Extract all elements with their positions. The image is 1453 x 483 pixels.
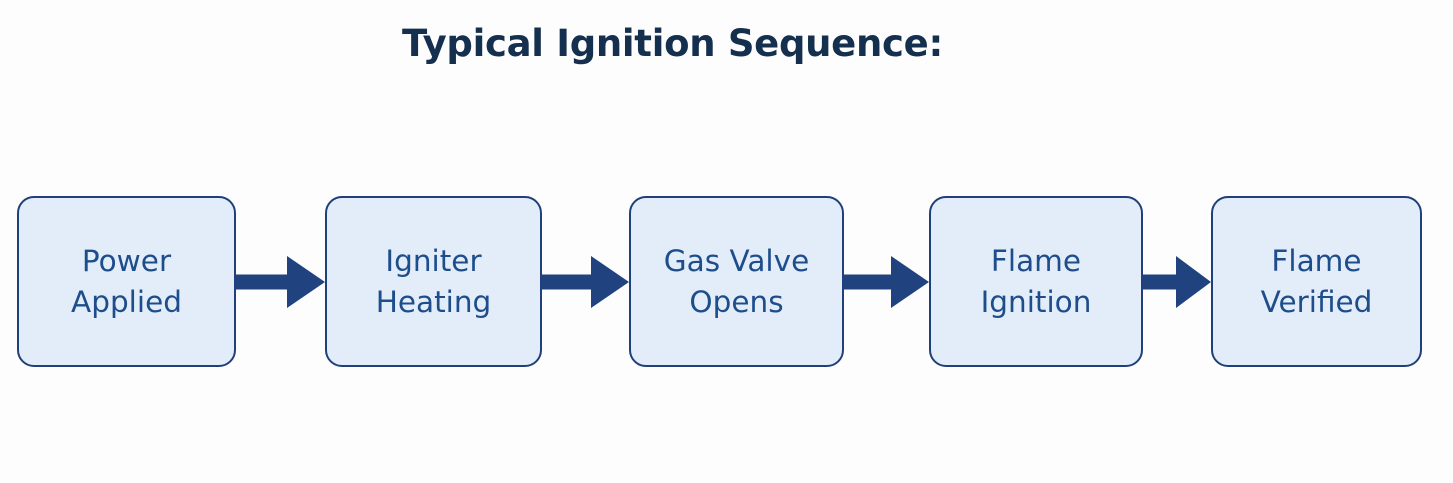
flow-connector-3 <box>844 196 929 367</box>
flow-node-label-line1: Flame <box>990 244 1082 279</box>
flow-sequence-row: Power Applied Igniter Heating <box>17 196 1422 367</box>
flow-connector-2 <box>542 196 629 367</box>
flow-node-label-line1: Gas Valve <box>663 244 810 279</box>
flow-node-label-line2: Applied <box>71 284 182 319</box>
flow-node-flame-verified[interactable]: Flame Verified <box>1211 196 1422 367</box>
flow-node-flame-ignition[interactable]: Flame Ignition <box>929 196 1143 367</box>
arrow-right-icon <box>236 255 325 308</box>
flow-connector-4 <box>1143 196 1211 367</box>
flow-node-power-applied[interactable]: Power Applied <box>17 196 236 367</box>
flow-node-label-line1: Power <box>81 244 172 279</box>
flow-node-label-line2: Heating <box>375 284 492 319</box>
flow-node-label-line2: Ignition <box>980 284 1092 319</box>
arrow-right-icon <box>1143 255 1211 308</box>
flow-node-label-line2: Verified <box>1260 284 1373 319</box>
arrow-right-icon <box>844 255 929 308</box>
flow-node-label-line1: Flame <box>1271 244 1362 279</box>
flow-node-gas-valve-opens[interactable]: Gas Valve Opens <box>629 196 844 367</box>
flow-node-label-line2: Opens <box>689 284 784 319</box>
arrow-right-icon <box>542 255 629 308</box>
page-title: Typical Ignition Sequence: <box>402 22 943 65</box>
flow-node-label-line1: Igniter <box>385 244 482 279</box>
flow-node-igniter-heating[interactable]: Igniter Heating <box>325 196 542 367</box>
flow-connector-1 <box>236 196 325 367</box>
